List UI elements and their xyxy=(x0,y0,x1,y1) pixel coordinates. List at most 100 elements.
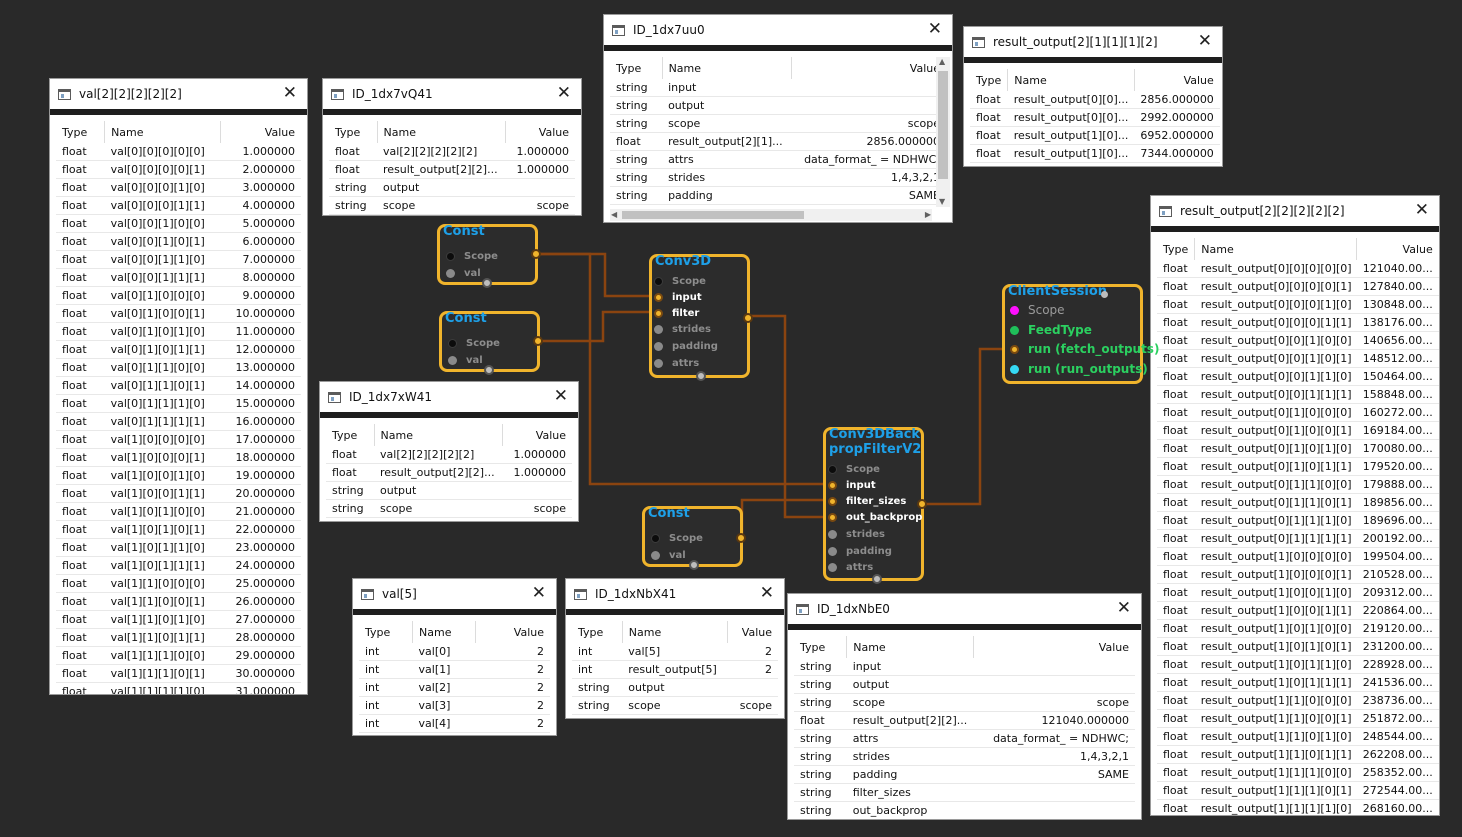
column-header-type[interactable]: Type xyxy=(359,621,413,643)
table-row[interactable]: floatval[0][0][1][0][1]6.000000 xyxy=(56,233,301,251)
port-attrs[interactable]: attrs xyxy=(654,356,699,370)
port-val[interactable]: val xyxy=(651,548,686,562)
table-row[interactable]: floatval[1][0][1][0][0]21.000000 xyxy=(56,503,301,521)
table-row[interactable]: stringinput xyxy=(610,79,946,97)
table-row[interactable]: stringfilter_sizes xyxy=(794,784,1135,802)
properties-panel-val5[interactable]: val[5]✕TypeNameValueintval[0]2intval[1]2… xyxy=(352,578,557,736)
column-header-type[interactable]: Type xyxy=(326,424,374,446)
port-scope[interactable]: Scope xyxy=(654,274,706,288)
table-row[interactable]: floatval[0][0][1][1][1]8.000000 xyxy=(56,269,301,287)
column-header-name[interactable]: Name xyxy=(105,121,221,143)
table-row[interactable]: floatresult_output[1][0][0][1][0]209312.… xyxy=(1157,584,1439,602)
table-row[interactable]: floatval[0][0][0][1][1]4.000000 xyxy=(56,197,301,215)
port-attrs[interactable]: attrs xyxy=(828,560,873,574)
close-icon[interactable]: ✕ xyxy=(554,387,568,405)
scroll-up-icon[interactable]: ▲ xyxy=(939,57,945,67)
port-scope[interactable]: Scope xyxy=(448,336,500,350)
column-header-type[interactable]: Type xyxy=(794,636,847,658)
port-val[interactable]: val xyxy=(448,353,483,367)
column-header-type[interactable]: Type xyxy=(572,621,622,643)
table-row[interactable]: stringattrsdata_format_ = NDHWC; xyxy=(610,151,946,169)
column-header-name[interactable]: Name xyxy=(413,621,476,643)
table-row[interactable]: floatresult_output[1][0][1][0][0]219120.… xyxy=(1157,620,1439,638)
column-header-value[interactable]: Value xyxy=(974,636,1135,658)
port-out-backprop[interactable]: out_backprop xyxy=(828,510,922,524)
table-row[interactable]: floatval[1][1][0][1][0]27.000000 xyxy=(56,611,301,629)
table-row[interactable]: stringscopescope xyxy=(610,115,946,133)
bottom-port-icon[interactable] xyxy=(482,278,492,288)
properties-panel-id-1dx7vq41[interactable]: ID_1dx7vQ41✕TypeNameValuefloatval[2][2][… xyxy=(322,78,582,216)
port-filter[interactable]: filter xyxy=(654,306,699,320)
table-row[interactable]: stringoutput xyxy=(329,179,575,197)
column-header-type[interactable]: Type xyxy=(329,121,377,143)
output-port-icon[interactable] xyxy=(743,313,753,323)
table-row[interactable]: floatresult_output[2][2]...1.000000 xyxy=(326,464,572,482)
table-row[interactable]: stringscopescope xyxy=(572,697,778,715)
table-row[interactable]: floatresult_output[0][0]...2992.000000 xyxy=(970,109,1220,127)
column-header-name[interactable]: Name xyxy=(377,121,505,143)
table-row[interactable]: floatval[1][1][1][1][0]31.000000 xyxy=(56,683,301,696)
client-session-node[interactable]: ClientSession Scope FeedType run (fetch_… xyxy=(1002,284,1143,384)
port-scope[interactable]: Scope xyxy=(651,531,703,545)
table-row[interactable]: intval[2]2 xyxy=(359,679,550,697)
table-row[interactable]: floatresult_output[0][1][1][0][0]179888.… xyxy=(1157,476,1439,494)
table-row[interactable]: floatval[1][0][1][1][1]24.000000 xyxy=(56,557,301,575)
panel-title-bar[interactable]: result_output[2][1][1][1][2]✕ xyxy=(964,27,1222,57)
port-scope[interactable]: Scope xyxy=(446,249,498,263)
column-header-value[interactable]: Value xyxy=(727,621,778,643)
table-row[interactable]: floatresult_output[1][1][1][0][1]272544.… xyxy=(1157,782,1439,800)
table-row[interactable]: floatresult_output[1][1][0][1][1]262208.… xyxy=(1157,746,1439,764)
column-header-value[interactable]: Value xyxy=(1134,69,1219,91)
port-val[interactable]: val xyxy=(446,266,481,280)
column-header-value[interactable]: Value xyxy=(505,121,575,143)
table-row[interactable]: floatresult_output[1][1][0][0][1]251872.… xyxy=(1157,710,1439,728)
table-row[interactable]: stringpaddingSAME xyxy=(794,766,1135,784)
table-row[interactable]: intval[5]2 xyxy=(572,643,778,661)
table-row[interactable]: floatval[1][0][0][0][1]18.000000 xyxy=(56,449,301,467)
table-row[interactable]: floatval[0][0][0][0][1]2.000000 xyxy=(56,161,301,179)
bottom-port-icon[interactable] xyxy=(689,560,699,570)
table-row[interactable]: intresult_output[5]2 xyxy=(572,661,778,679)
output-port-icon[interactable] xyxy=(736,533,746,543)
table-row[interactable]: stringoutput xyxy=(610,97,946,115)
column-header-name[interactable]: Name xyxy=(622,621,727,643)
table-row[interactable]: floatresult_output[0][1][0][1][0]170080.… xyxy=(1157,440,1439,458)
panel-title-bar[interactable]: result_output[2][2][2][2][2]✕ xyxy=(1151,196,1439,226)
table-row[interactable]: floatresult_output[0][0][0][1][1]138176.… xyxy=(1157,314,1439,332)
port-padding[interactable]: padding xyxy=(828,544,892,558)
table-row[interactable]: floatval[2][2][2][2][2]1.000000 xyxy=(326,446,572,464)
table-row[interactable]: floatval[0][1][0][0][1]10.000000 xyxy=(56,305,301,323)
table-row[interactable]: floatresult_output[0][0][0][0][1]127840.… xyxy=(1157,278,1439,296)
table-row[interactable]: floatresult_output[0][1][1][0][1]189856.… xyxy=(1157,494,1439,512)
panel-title-bar[interactable]: val[5]✕ xyxy=(353,579,556,609)
output-port-icon[interactable] xyxy=(917,499,927,509)
table-row[interactable]: floatresult_output[1][0]...7344.000000 xyxy=(970,145,1220,163)
table-row[interactable]: stringoutput xyxy=(326,482,572,500)
panel-title-bar[interactable]: ID_1dx7vQ41✕ xyxy=(323,79,581,109)
column-header-type[interactable]: Type xyxy=(970,69,1008,91)
const-node-2[interactable]: Const Scope val xyxy=(439,311,540,372)
table-row[interactable]: intval[3]2 xyxy=(359,697,550,715)
panel-title-bar[interactable]: ID_1dxNbX41✕ xyxy=(566,579,784,609)
table-row[interactable]: floatval[0][1][0][1][1]12.000000 xyxy=(56,341,301,359)
conv3d-backprop-filter-node[interactable]: Conv3DBack propFilterV2 Scope input filt… xyxy=(823,427,924,581)
table-row[interactable]: floatval[0][1][1][0][0]13.000000 xyxy=(56,359,301,377)
panel-title-bar[interactable]: ID_1dx7uu0✕ xyxy=(604,15,952,45)
table-row[interactable]: floatresult_output[0][0][1][0][0]140656.… xyxy=(1157,332,1439,350)
properties-panel-id-1dxnbe0[interactable]: ID_1dxNbE0✕TypeNameValuestringinputstrin… xyxy=(787,593,1142,820)
bottom-port-icon[interactable] xyxy=(696,371,706,381)
output-port-icon[interactable] xyxy=(533,336,543,346)
panel-title-bar[interactable]: ID_1dx7xW41✕ xyxy=(320,382,578,412)
bottom-port-icon[interactable] xyxy=(872,574,882,584)
table-row[interactable]: floatval[1][1][0][0][0]25.000000 xyxy=(56,575,301,593)
port-strides[interactable]: strides xyxy=(828,527,885,541)
table-row[interactable]: floatresult_output[0][1][0][1][1]179520.… xyxy=(1157,458,1439,476)
table-row[interactable]: stringscopescope xyxy=(329,197,575,215)
close-icon[interactable]: ✕ xyxy=(532,584,546,602)
table-row[interactable]: floatresult_output[0][1][1][1][1]200192.… xyxy=(1157,530,1439,548)
table-row[interactable]: intval[0]2 xyxy=(359,643,550,661)
table-row[interactable]: floatresult_output[1][0][1][0][1]231200.… xyxy=(1157,638,1439,656)
table-row[interactable]: floatval[0][1][1][0][1]14.000000 xyxy=(56,377,301,395)
properties-panel-result-output-big[interactable]: result_output[2][2][2][2][2]✕TypeNameVal… xyxy=(1150,195,1440,816)
const-node-3[interactable]: Const Scope val xyxy=(642,506,743,567)
